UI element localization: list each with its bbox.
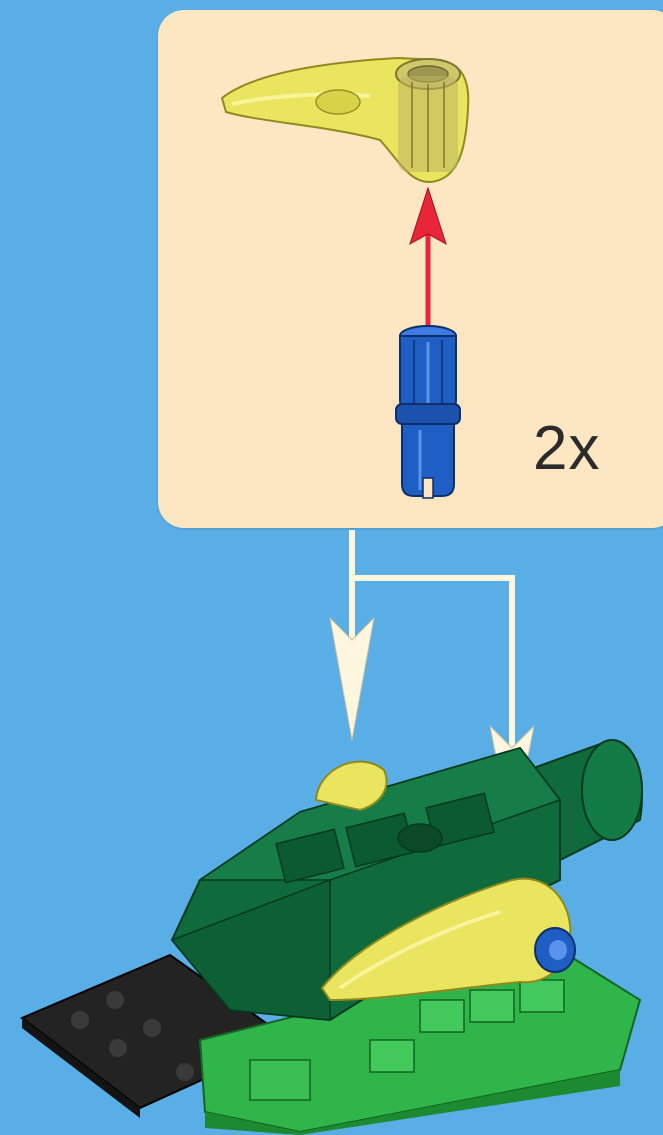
- yellow-horn-top: [316, 762, 387, 810]
